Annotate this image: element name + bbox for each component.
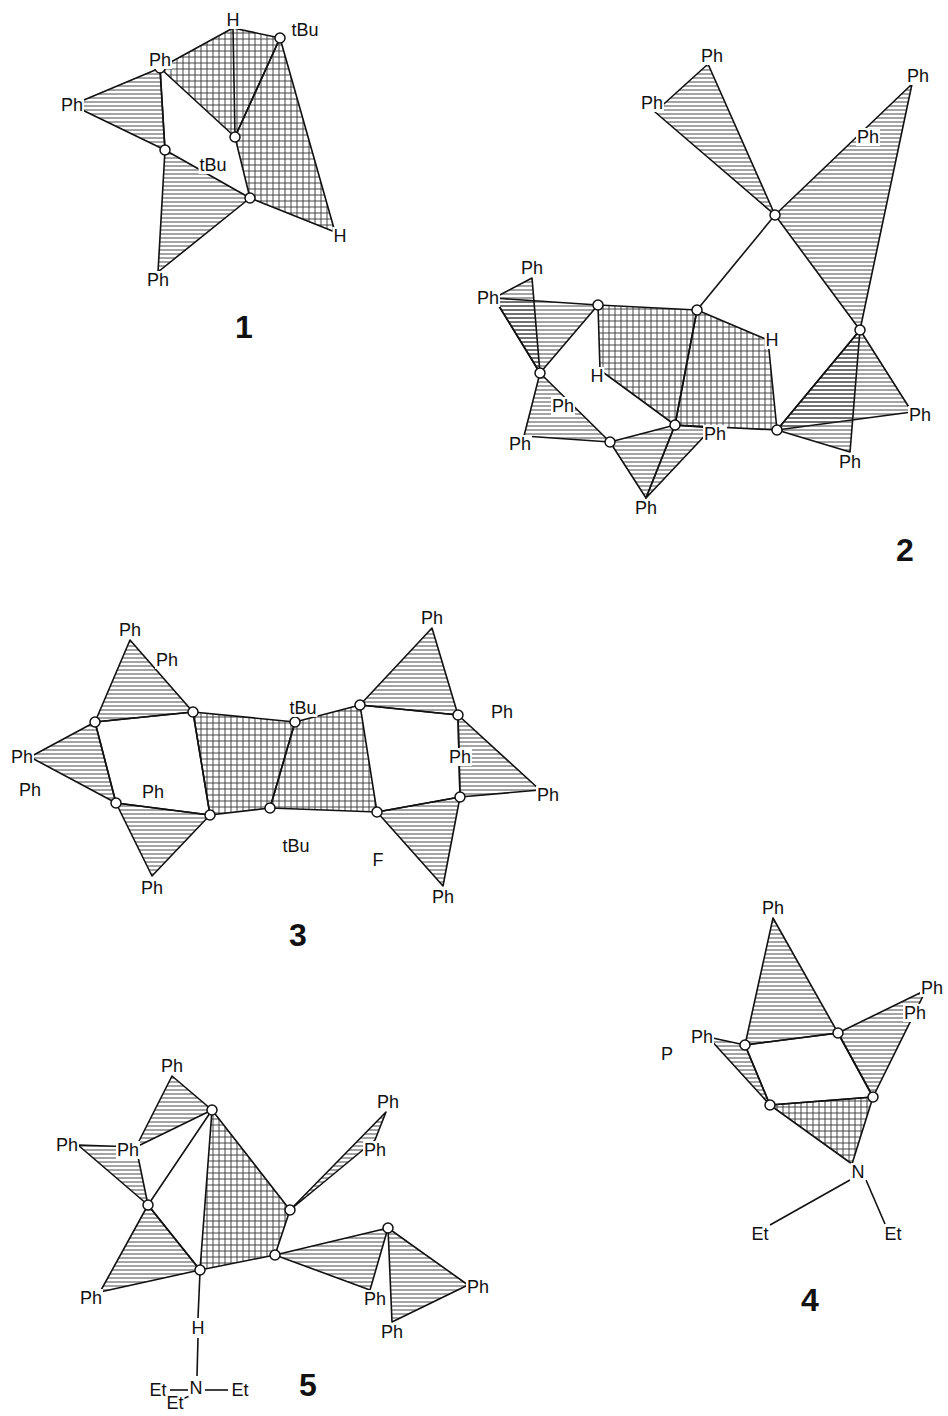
atom-label: N [189,1379,204,1397]
atom-label: Et [750,1225,769,1243]
atom-label: Ph [60,96,84,114]
atom-label: Ph [376,1093,400,1111]
atom-label: Ph [140,879,164,897]
atom-label: Ph [520,259,544,277]
atom-label: H [333,227,348,245]
atom-label: Ph [490,703,514,721]
atom-label: Ph [116,1141,140,1159]
atom-label: Ph [690,1028,714,1046]
atom-label: Ph [700,47,724,65]
atom-label: H [765,331,780,349]
atom-label: Ph [420,609,444,627]
compound-number: 2 [895,534,915,566]
atom-label: H [191,1319,206,1337]
atom-label: Ph [703,425,727,443]
atom-label: Ph [55,1136,79,1154]
atom-label: Ph [363,1141,387,1159]
atom-label: Ph [634,499,658,517]
atom-label: H [590,367,605,385]
atom-label: Ph [838,453,862,471]
atom-label: Ph [856,128,880,146]
atom-label: Et [883,1225,902,1243]
atom-label: Ph [508,435,532,453]
atom-label: Ph [536,786,560,804]
atom-label: Ph [148,51,172,69]
atom-label: Ph [431,888,455,906]
atom-label: Ph [79,1289,103,1307]
atom-label: tBu [198,156,227,174]
compound-number: 3 [288,919,308,951]
atom-label: Ph [118,621,142,639]
atom-label: Ph [141,783,165,801]
atom-label: F [372,851,385,869]
atom-label: P [660,1045,674,1063]
compound-number: 5 [298,1369,318,1401]
atom-label: tBu [281,837,310,855]
compound-number: 1 [234,311,254,343]
atom-label: Ph [155,651,179,669]
atom-label: Ph [906,67,930,85]
compound-number: 4 [800,1284,820,1316]
atom-label: tBu [288,699,317,717]
atom-label: Ph [160,1057,184,1075]
atom-label: Ph [10,748,34,766]
atom-label: Et [230,1381,249,1399]
atom-label: Ph [380,1323,404,1341]
atom-label: Ph [903,1004,927,1022]
atom-label: H [226,11,241,29]
atom-label: Ph [551,397,575,415]
atom-label: Ph [146,271,170,289]
atom-label: Ph [448,748,472,766]
atom-label: Ph [761,899,785,917]
atom-label: Et [165,1394,184,1412]
atom-label: Ph [466,1278,490,1296]
atom-label: Ph [363,1290,387,1308]
atom-label: Ph [476,289,500,307]
atom-label: Ph [18,781,42,799]
atom-label: Ph [640,94,664,112]
atom-label: Ph [908,406,932,424]
atom-label: Ph [920,979,944,997]
atom-label: tBu [290,21,319,39]
atom-label: N [851,1163,866,1181]
